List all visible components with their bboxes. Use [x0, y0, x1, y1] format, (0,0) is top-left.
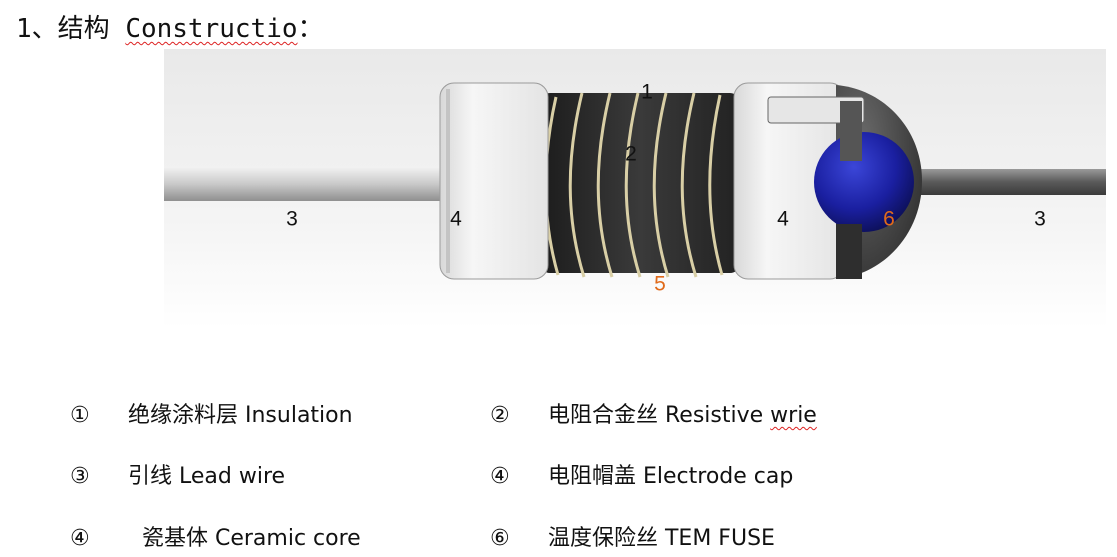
fuse-resistor-drawing — [164, 49, 1106, 329]
callout-3-right: 3 — [1034, 207, 1046, 231]
thermal-fuse-pellet — [814, 132, 914, 232]
callout-4-right: 4 — [777, 207, 789, 231]
title-prefix: 1、结构 — [16, 14, 126, 44]
callout-3-left: 3 — [286, 207, 298, 231]
callout-1: 1 — [641, 80, 653, 104]
legend-number: ③ — [70, 464, 90, 489]
legend-text: 电阻帽盖 Electrode cap — [548, 464, 794, 489]
left-cap-edge — [446, 89, 450, 273]
legend-item-electrode-cap: ④ 电阻帽盖 Electrode cap — [490, 458, 793, 490]
component-illustration: 1 2 3 3 4 4 5 6 — [164, 49, 1106, 329]
legend-text-underlined: wrie — [770, 403, 817, 428]
title-suffix: ： — [297, 14, 324, 44]
legend-number: ④ — [70, 526, 90, 551]
lead-tab-bend — [840, 101, 862, 161]
coated-body — [540, 93, 740, 273]
legend-text: 引线 Lead wire — [128, 464, 286, 489]
legend-number: ② — [490, 403, 510, 428]
title-word: Constructio — [125, 14, 298, 44]
right-lead — [904, 169, 1106, 195]
legend-item-insulation: ① 绝缘涂料层 Insulation — [70, 397, 353, 429]
callout-5: 5 — [654, 272, 666, 296]
legend-text: 绝缘涂料层 Insulation — [128, 403, 353, 428]
legend-item-lead-wire: ③ 引线 Lead wire — [70, 458, 285, 490]
fuse-housing-base — [836, 224, 862, 279]
legend-item-tem-fuse: ⑥ 温度保险丝 TEM FUSE — [490, 520, 775, 552]
legend-text: 瓷基体 Ceramic core — [128, 526, 361, 551]
legend-item-ceramic-core: ④ 瓷基体 Ceramic core — [70, 520, 361, 552]
callout-6: 6 — [883, 207, 895, 231]
legend-number: ⑥ — [490, 526, 510, 551]
left-lead — [164, 167, 442, 201]
callout-4-left: 4 — [450, 207, 462, 231]
left-electrode-cap — [439, 82, 549, 280]
legend-number: ④ — [490, 464, 510, 489]
section-title: 1、结构 Constructio： — [16, 8, 324, 45]
callout-2: 2 — [625, 142, 637, 166]
legend-text: 温度保险丝 TEM FUSE — [548, 526, 775, 551]
legend-item-resistive-wire: ② 电阻合金丝 Resistive wrie — [490, 397, 817, 429]
legend-text: 电阻合金丝 Resistive — [548, 403, 771, 428]
legend-number: ① — [70, 403, 90, 428]
